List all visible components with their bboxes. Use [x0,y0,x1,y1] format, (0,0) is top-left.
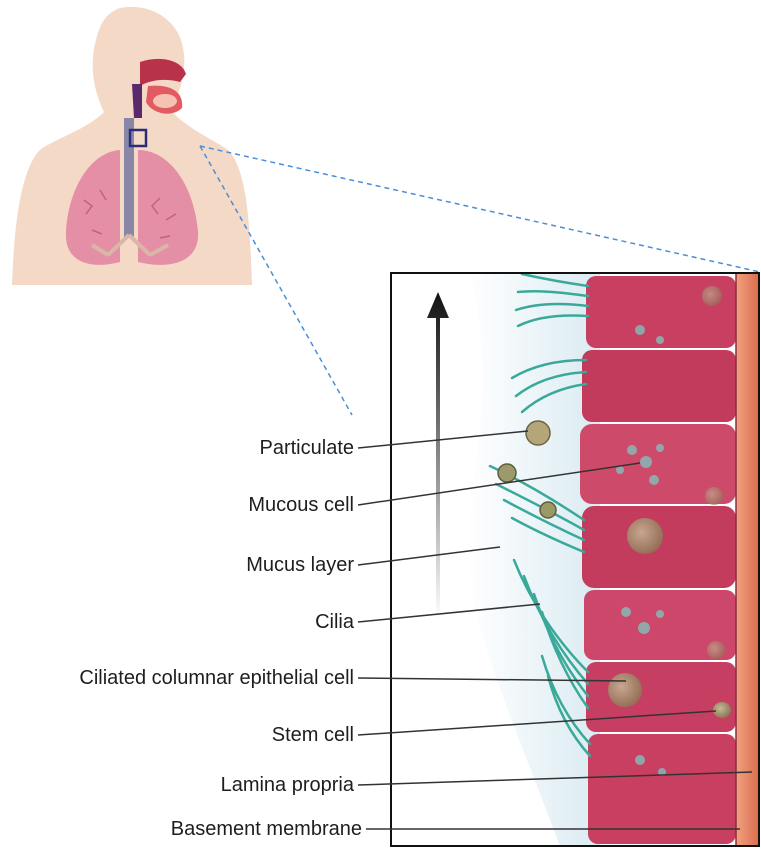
stem-cell-nucleus [713,702,731,718]
tongue [153,94,177,108]
granule [640,456,652,468]
lamina-propria-band [736,273,759,846]
granule [635,325,645,335]
granule [616,466,624,474]
granule [621,607,631,617]
epithelial-cell [582,350,736,422]
ciliated-cell-body [586,662,736,732]
label-mucous-cell: Mucous cell [248,493,354,517]
nucleus [707,641,725,659]
nucleus [627,518,663,554]
nucleus [705,487,723,505]
granule [656,444,664,452]
label-basement-membrane: Basement membrane [171,817,362,841]
label-mucus-layer: Mucus layer [246,553,354,577]
granule [627,445,637,455]
epithelial-cell [588,734,736,844]
label-stem-cell: Stem cell [272,723,354,747]
human-torso-figure [12,7,252,285]
nucleus [608,673,642,707]
label-lamina-propria: Lamina propria [221,773,354,797]
callout-line-top [200,146,760,272]
label-cilia: Cilia [315,610,354,634]
particulate-particle [540,502,556,518]
granule [635,755,645,765]
particulate-particle [498,464,516,482]
particulate-particle [526,421,550,445]
granule [656,610,664,618]
epithelial-cells [580,276,736,844]
granule [638,622,650,634]
granule [649,475,659,485]
label-ciliated-columnar-epithelial-cell: Ciliated columnar epithelial cell [79,666,354,690]
granule [656,336,664,344]
label-particulate: Particulate [260,436,355,460]
nucleus [702,286,722,306]
epithelium-panel [391,273,759,846]
